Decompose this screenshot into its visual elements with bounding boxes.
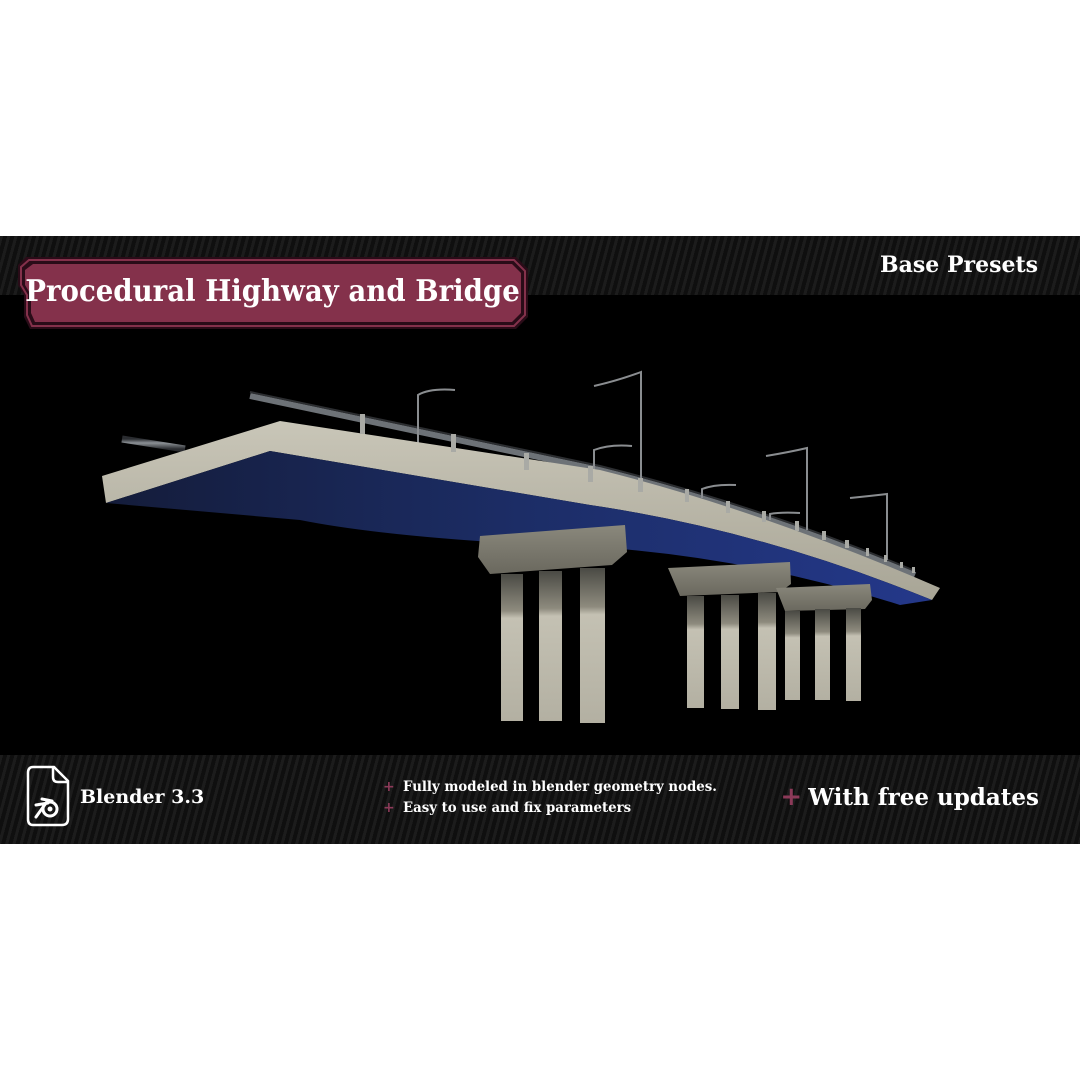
feature-item: + Fully modeled in blender geometry node… [383,776,733,797]
pier-group-2 [668,562,791,710]
updates-text: With free updates [808,783,1039,811]
guard-rail-back [121,391,917,578]
street-lamps [417,370,888,560]
title-banner: Procedural Highway and Bridge [16,255,529,331]
feature-text: Easy to use and fix parameters [403,799,632,816]
software-version-label: Blender 3.3 [80,786,205,808]
plus-icon: + [383,778,395,795]
free-updates-label: + With free updates [780,782,1039,812]
page-title: Procedural Highway and Bridge [25,273,520,309]
pier-group-1 [478,525,627,723]
feature-list: + Fully modeled in blender geometry node… [383,776,733,818]
blender-file-icon [26,765,70,827]
pier-group-3 [776,584,872,701]
feature-text: Fully modeled in blender geometry nodes. [403,778,717,795]
plus-icon: + [780,782,803,812]
bridge-render [102,370,940,723]
banner-shape [18,257,528,329]
rail-posts [360,414,915,573]
feature-item: + Easy to use and fix parameters [383,797,733,818]
deck-underside [106,451,932,605]
footer-band [0,755,1080,844]
presets-label: Base Presets [880,252,1038,278]
plus-icon: + [383,799,395,816]
